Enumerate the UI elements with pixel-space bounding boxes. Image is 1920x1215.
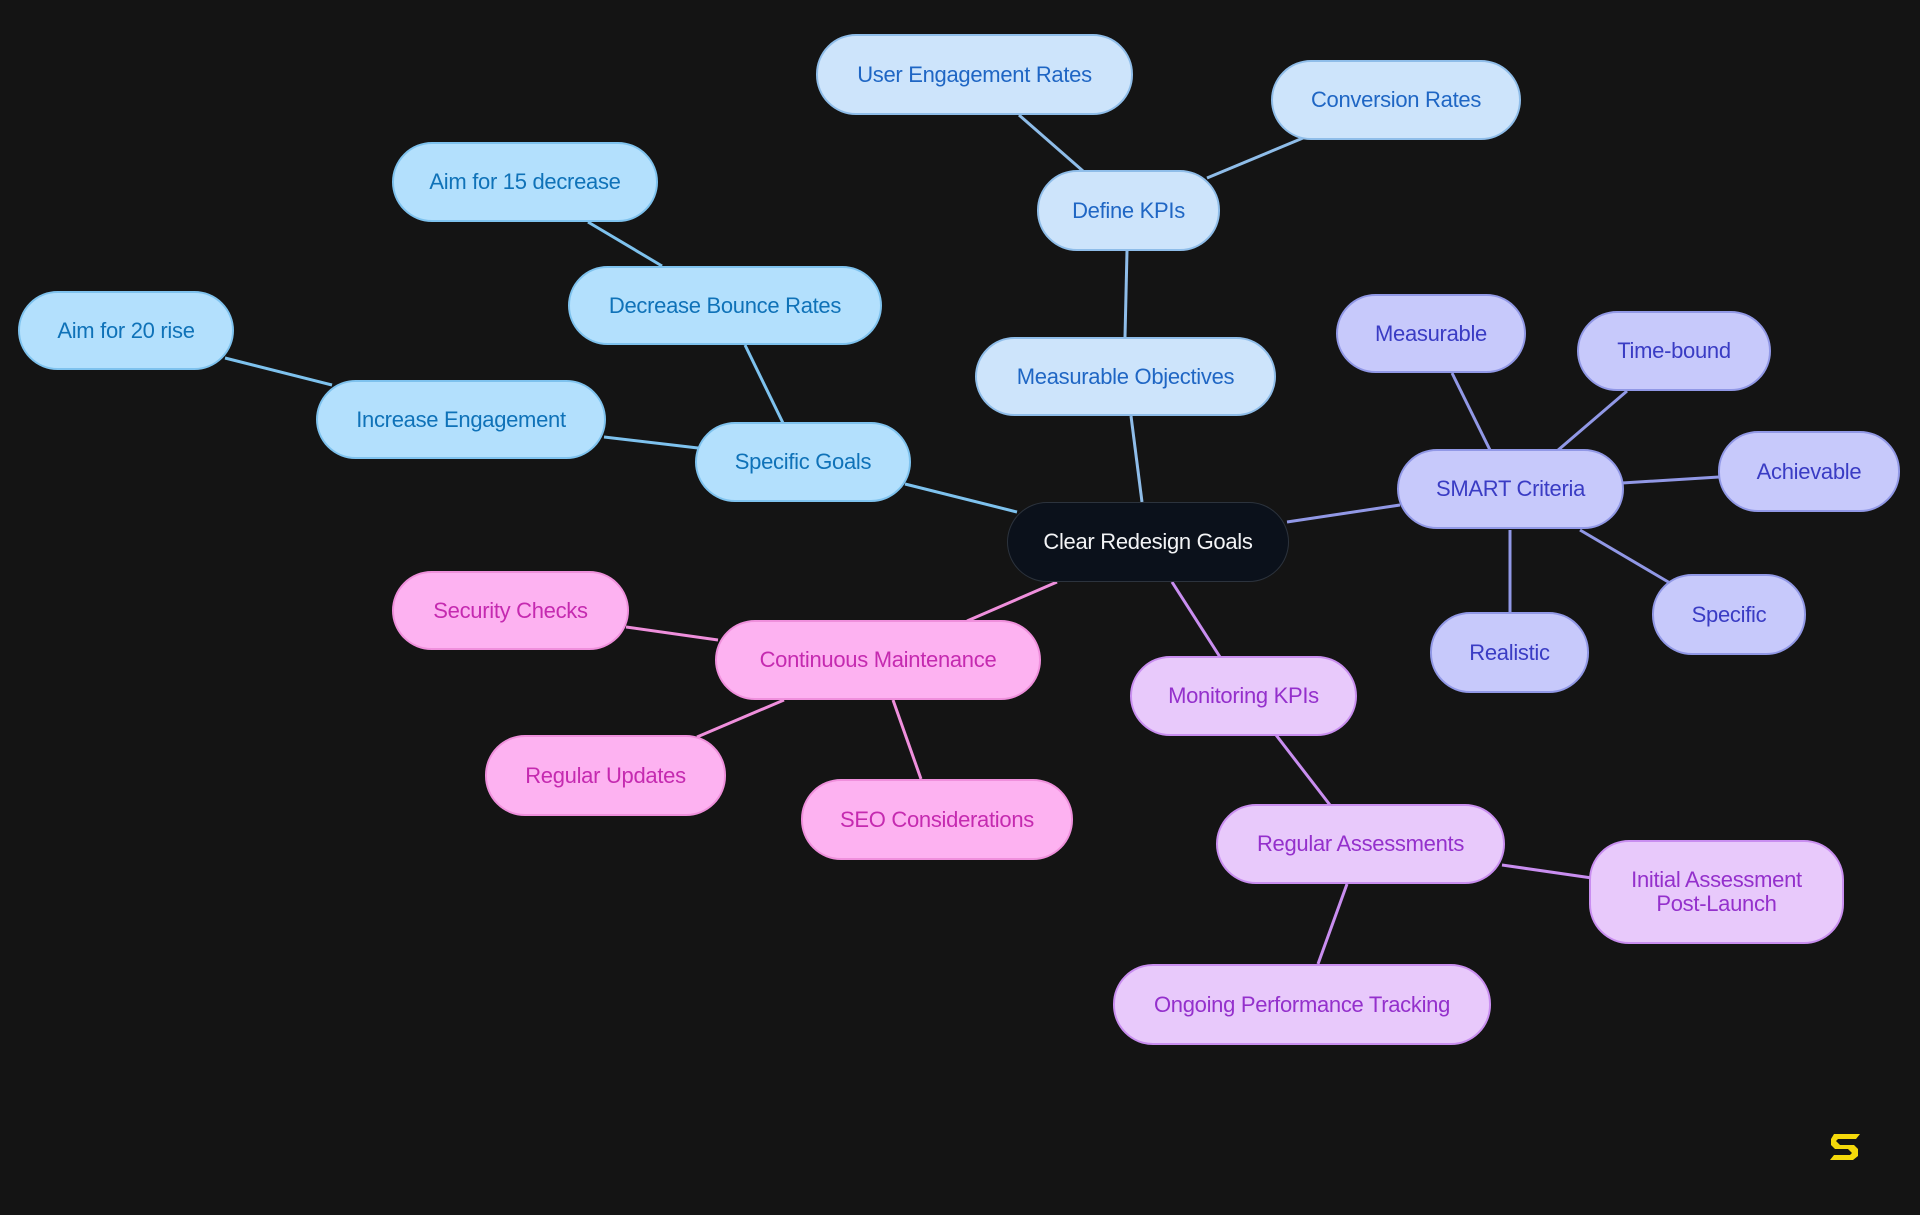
node-regular-assessments[interactable]: Regular Assessments — [1216, 804, 1505, 884]
connector-line — [1129, 415, 1144, 503]
node-continuous-maintenance[interactable]: Continuous Maintenance — [715, 620, 1041, 700]
connector-line — [904, 482, 1018, 514]
connector-line — [224, 356, 333, 387]
node-ongoing-performance-tracking[interactable]: Ongoing Performance Tracking — [1113, 964, 1491, 1045]
node-define-kpis[interactable]: Define KPIs — [1037, 170, 1220, 251]
connector-line — [1286, 503, 1401, 524]
node-conversion-rates[interactable]: Conversion Rates — [1271, 60, 1521, 140]
connector-line — [625, 625, 719, 642]
connector-line — [1501, 863, 1593, 880]
connector-line — [1123, 250, 1129, 338]
connector-line — [1450, 372, 1492, 451]
node-specific-goals[interactable]: Specific Goals — [695, 422, 911, 502]
node-specific[interactable]: Specific — [1652, 574, 1806, 655]
connector-line — [1316, 883, 1349, 965]
connector-line — [743, 344, 785, 424]
connector-line — [1170, 581, 1222, 658]
connector-line — [891, 699, 923, 780]
node-user-engagement-rates[interactable]: User Engagement Rates — [816, 34, 1133, 115]
connector-line — [1018, 113, 1084, 173]
node-decrease-bounce-rates[interactable]: Decrease Bounce Rates — [568, 266, 882, 345]
node-measurable-objectives[interactable]: Measurable Objectives — [975, 337, 1276, 416]
s-logo-icon — [1830, 1134, 1860, 1160]
connector-line — [1621, 475, 1720, 485]
connector-line — [603, 435, 699, 450]
node-realistic[interactable]: Realistic — [1430, 612, 1589, 693]
connector-line — [1579, 528, 1671, 585]
node-measurable[interactable]: Measurable — [1336, 294, 1526, 373]
node-achievable[interactable]: Achievable — [1718, 431, 1900, 512]
connector-line — [587, 220, 663, 268]
node-regular-updates[interactable]: Regular Updates — [485, 735, 726, 816]
node-monitoring-kpis[interactable]: Monitoring KPIs — [1130, 656, 1357, 736]
node-aim-for-15-decrease[interactable]: Aim for 15 decrease — [392, 142, 658, 222]
node-seo-considerations[interactable]: SEO Considerations — [801, 779, 1073, 860]
node-security-checks[interactable]: Security Checks — [392, 571, 629, 650]
node-smart-criteria[interactable]: SMART Criteria — [1397, 449, 1624, 529]
connector-line — [1206, 136, 1304, 180]
node-aim-for-20-rise[interactable]: Aim for 20 rise — [18, 291, 234, 370]
connector-line — [1274, 734, 1332, 806]
connector-line — [696, 698, 785, 739]
node-increase-engagement[interactable]: Increase Engagement — [316, 380, 606, 459]
connector-line — [1556, 389, 1628, 453]
connector-line — [966, 580, 1058, 623]
node-initial-assessment-post-launch[interactable]: Initial Assessment Post-Launch — [1589, 840, 1844, 944]
node-time-bound[interactable]: Time-bound — [1577, 311, 1771, 391]
root-node[interactable]: Clear Redesign Goals — [1007, 502, 1289, 582]
